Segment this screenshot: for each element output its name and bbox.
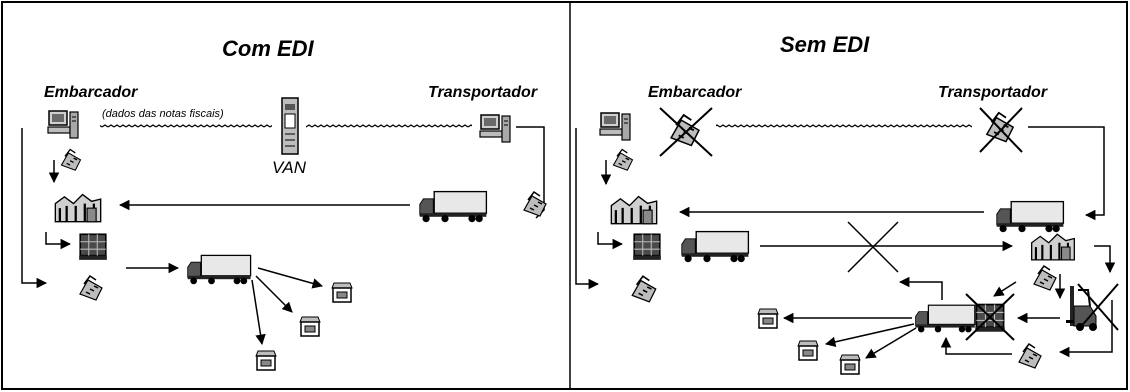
- shipper-computer-icon: [600, 113, 630, 140]
- shipper-fax3-icon: [632, 276, 655, 302]
- shipper-computer-icon: [48, 111, 78, 138]
- forklift-icon: [1066, 286, 1097, 331]
- warehouse-icon: [55, 195, 100, 222]
- delivery-truck-icon: [188, 255, 251, 284]
- shipper-fax2-icon: [613, 149, 632, 170]
- van-server-icon: [282, 98, 298, 154]
- shop-icon: [840, 355, 860, 374]
- shop-icon: [332, 283, 352, 302]
- shop-icon: [256, 351, 276, 370]
- left-panel: [22, 98, 546, 370]
- shop-icon: [300, 317, 320, 336]
- left-title: Com EDI: [222, 36, 314, 62]
- truck-top-arrow: [900, 282, 942, 300]
- carrier-truck-icon: [420, 192, 487, 223]
- edi-link-shipper-van: [100, 124, 272, 128]
- carrier-fax-icon: [524, 192, 546, 216]
- carrier-computer-icon: [480, 115, 510, 142]
- truck-icon: [682, 232, 749, 263]
- shipper-down-line: [576, 128, 598, 284]
- right-shipper-label: Embarcador: [648, 84, 741, 102]
- shipper-fax-icon: [61, 149, 80, 170]
- bottom-fax-icon: [1019, 344, 1041, 368]
- delivery-arrow-2: [256, 276, 292, 312]
- warehouse-to-pallet-arrow: [598, 232, 622, 244]
- shop-icon: [798, 341, 818, 360]
- shipper-down-line: [22, 128, 46, 283]
- right-carrier-label: Transportador: [938, 84, 1047, 102]
- warehouse-icon: [611, 197, 656, 224]
- paper-link-line: [716, 124, 972, 128]
- warehouse-to-pallet-arrow: [46, 232, 70, 244]
- right-title: Sem EDI: [780, 32, 869, 58]
- pallet-stack-icon: [79, 234, 107, 260]
- crossed-out-mark: [660, 108, 712, 156]
- van-label: VAN: [272, 158, 306, 178]
- depot-down-arrow: [1094, 246, 1110, 272]
- delivery-truck-icon: [916, 305, 975, 332]
- carrier-truck-icon: [997, 202, 1064, 233]
- depot-warehouse-icon: [1032, 234, 1075, 260]
- edi-link-van-carrier: [306, 124, 472, 128]
- fax-to-hub-arrow: [946, 338, 1012, 354]
- left-carrier-label: Transportador: [428, 84, 537, 102]
- depot-fax-icon: [1034, 266, 1056, 290]
- left-shipper-label: Embarcador: [44, 84, 137, 102]
- delivery-arrow-2: [826, 324, 914, 344]
- delivery-arrow-1: [258, 268, 322, 286]
- invoice-data-note: (dados das notas fiscais): [102, 108, 224, 120]
- shipper-fax2-icon: [80, 276, 102, 300]
- crossed-out-mark: [848, 222, 898, 272]
- shop-icon: [758, 309, 778, 328]
- right-panel: [576, 108, 1118, 374]
- pallet-stack-icon: [633, 234, 661, 260]
- delivery-arrow-3: [252, 280, 262, 344]
